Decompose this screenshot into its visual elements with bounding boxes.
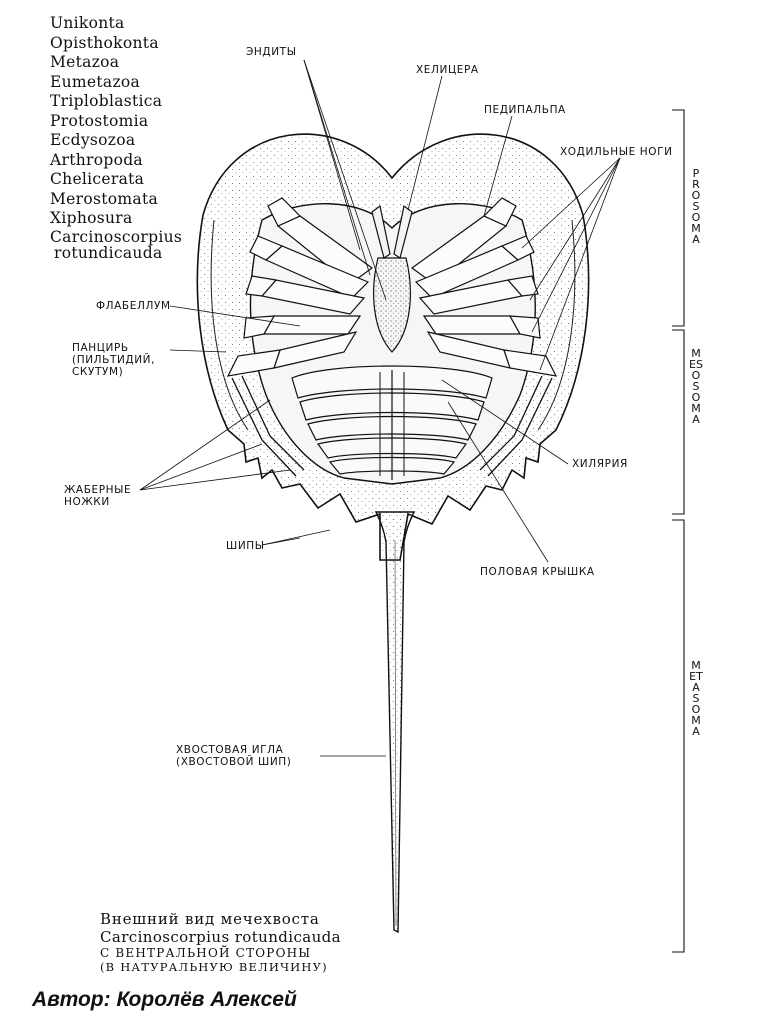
region-brackets [672, 109, 685, 953]
leader-lines [139, 59, 621, 757]
region-label-mesosoma: MESOSOMA [689, 347, 703, 426]
walking-legs-left [226, 197, 374, 377]
label-gill-legs: ЖАБЕРНЫЕ НОЖКИ [64, 484, 132, 508]
label-walking-legs: ХОДИЛЬНЫЕ НОГИ [560, 146, 673, 158]
caption-scale: (В НАТУРАЛЬНУЮ ВЕЛИЧИНУ) [100, 960, 328, 974]
label-chilaria: ХИЛЯРИЯ [572, 458, 628, 470]
label-spines: ШИПЫ [226, 540, 265, 552]
taxon-item: Carcinoscorpius [50, 227, 183, 246]
taxon-item: Unikonta [50, 14, 125, 32]
caption-species: Carcinoscorpius rotundicauda [100, 928, 342, 946]
author-credit: Автор: Королёв Алексей [32, 988, 297, 1011]
taxon-item: Eumetazoa [50, 72, 141, 91]
label-carapace: ПАНЦИРЬ (ПИЛЬТИДИЙ, СКУТУМ) [72, 342, 156, 378]
caption-title: Внешний вид мечехвоста [100, 910, 320, 928]
taxon-item: Triploblastica [50, 92, 163, 110]
label-endites: ЭНДИТЫ [246, 46, 297, 58]
mouth-area [373, 257, 411, 353]
taxon-item: Xiphosura [50, 209, 133, 227]
taxon-item: rotundicauda [54, 243, 163, 262]
label-genital-operculum: ПОЛОВАЯ КРЫШКА [480, 566, 595, 578]
chelicerae [371, 204, 413, 259]
figure-caption: Внешний вид мечехвоста Carcinoscorpius r… [100, 910, 341, 974]
region-label-prosoma: PROSOMA [691, 167, 701, 246]
caption-view: С ВЕНТРАЛЬНОЙ СТОРОНЫ [100, 946, 312, 960]
taxon-item: Opisthokonta [50, 33, 159, 52]
taxon-item: Merostomata [50, 189, 159, 208]
taxon-item: Chelicerata [50, 170, 145, 188]
label-chelicera: ХЕЛИЦЕРА [416, 64, 479, 76]
label-telson: ХВОСТОВАЯ ИГЛА (ХВОСТОВОЙ ШИП) [176, 744, 292, 768]
taxon-item: Metazoa [50, 53, 120, 71]
label-pedipalp: ПЕДИПАЛЬПА [484, 104, 566, 116]
region-label-metasoma: METASOMA [689, 659, 703, 738]
taxon-item: Protostomia [50, 111, 149, 130]
label-flabellum: ФЛАБЕЛЛУМ [96, 300, 171, 312]
taxonomy-list: Unikonta Opisthokonta Metazoa Eumetazoa … [50, 14, 182, 261]
taxon-item: Arthropoda [50, 150, 143, 169]
telson [374, 511, 416, 934]
walking-legs-right [410, 197, 558, 377]
taxon-item: Ecdysozoa [50, 131, 136, 149]
